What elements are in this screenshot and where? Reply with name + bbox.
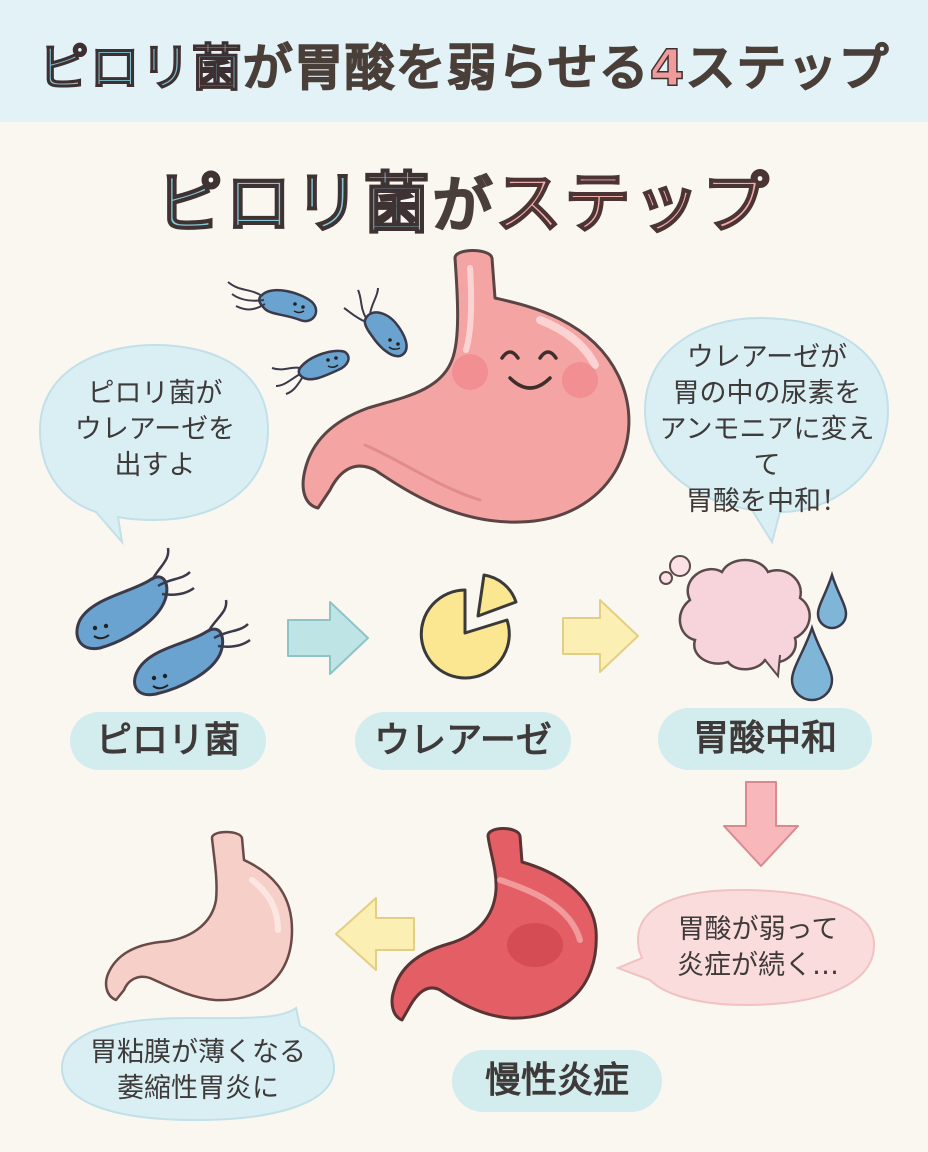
subtitle: ピロリ菌がステップ	[156, 164, 772, 243]
arrow-right-icon	[287, 601, 369, 675]
right-speech-bubble	[643, 316, 890, 545]
step-urease-label: ウレアーゼ	[355, 712, 571, 770]
bubble-text-pink: 胃酸が弱って 炎症が続く…	[677, 914, 839, 981]
bacteria-small-1-icon	[227, 281, 318, 323]
bottom-speech-bubble	[60, 1006, 336, 1122]
pink-speech-bubble	[615, 888, 876, 1007]
water-drop-icon	[790, 624, 834, 702]
left-speech-bubble	[38, 343, 270, 546]
atrophic-stomach-icon	[104, 830, 294, 1002]
arrow-right-icon	[562, 599, 639, 673]
page-title: ピロリ菌が胃酸を弱らせる4ステップ	[38, 38, 890, 98]
arrow-left-icon	[335, 897, 415, 971]
header-banner	[0, 0, 928, 122]
ammonia-cloud-icon	[659, 555, 811, 679]
bubble-text-bottom: 胃粘膜が薄くなる 萎縮性胃炎に	[90, 1037, 306, 1104]
bacteria-small-3-icon	[271, 349, 350, 395]
step-inflammation-label: 慢性炎症	[452, 1050, 662, 1112]
bacteria-large-2-icon	[133, 599, 251, 697]
arrow-down-icon	[723, 781, 799, 867]
bubble-text-right: ウレアーゼが 胃の中の尿素を アンモニアに変えて 胃酸を中和！	[659, 342, 875, 517]
urease-pie-icon	[419, 573, 518, 680]
inflamed-stomach-icon	[390, 827, 598, 1022]
step-pylori-label: ピロリ菌	[70, 712, 266, 770]
step-neutralize-label: 胃酸中和	[658, 708, 872, 770]
bacteria-small-2-icon	[343, 287, 408, 358]
bubble-text-left: ピロリ菌が ウレアーゼを 出すよ	[74, 378, 236, 481]
happy-stomach-icon	[301, 249, 631, 524]
bacteria-large-1-icon	[75, 547, 195, 651]
water-drop-icon	[816, 570, 848, 630]
